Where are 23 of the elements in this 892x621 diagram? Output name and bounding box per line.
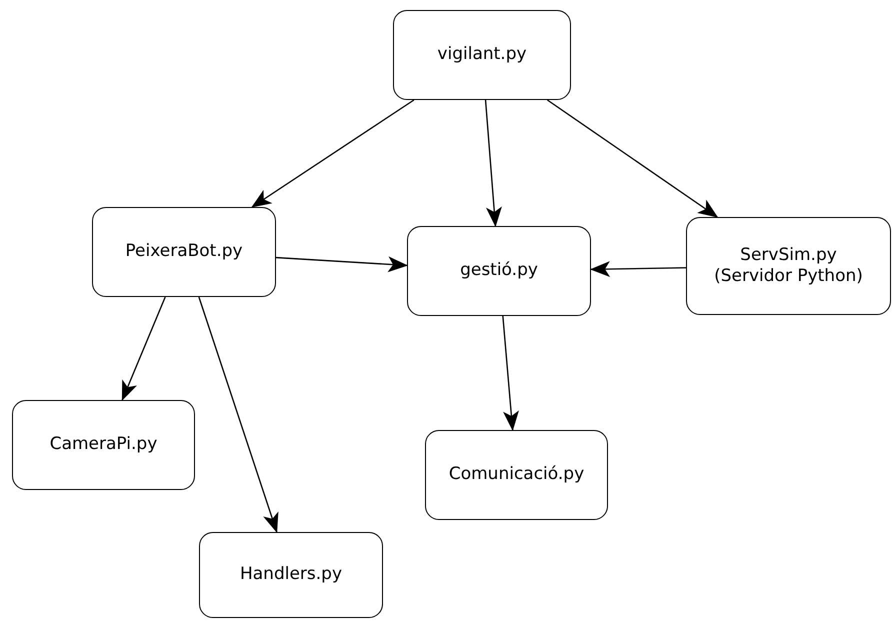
process-box bbox=[92, 207, 276, 297]
node-label: CameraPi.py bbox=[50, 434, 158, 456]
process-box bbox=[393, 10, 571, 100]
process-box bbox=[199, 532, 383, 618]
node-label: gestió.py bbox=[460, 260, 538, 282]
node-label: (Servidor Python) bbox=[714, 266, 863, 288]
process-box bbox=[425, 430, 608, 520]
node-label: Handlers.py bbox=[240, 564, 342, 586]
arrow bbox=[590, 261, 686, 278]
process-box bbox=[407, 226, 591, 316]
node-label: vigilant.py bbox=[437, 44, 527, 66]
arrow bbox=[547, 99, 718, 218]
arrow bbox=[251, 99, 414, 208]
arrow bbox=[122, 296, 166, 401]
process-box bbox=[686, 217, 891, 315]
arrow bbox=[484, 100, 502, 227]
node-label: ServSim.py bbox=[740, 244, 837, 266]
arrow bbox=[276, 256, 408, 272]
node-label: PeixeraBot.py bbox=[125, 241, 243, 263]
arrow bbox=[502, 316, 519, 431]
arrow bbox=[198, 296, 278, 533]
process-box bbox=[12, 400, 195, 490]
node-label: Comunicació.py bbox=[448, 464, 584, 486]
